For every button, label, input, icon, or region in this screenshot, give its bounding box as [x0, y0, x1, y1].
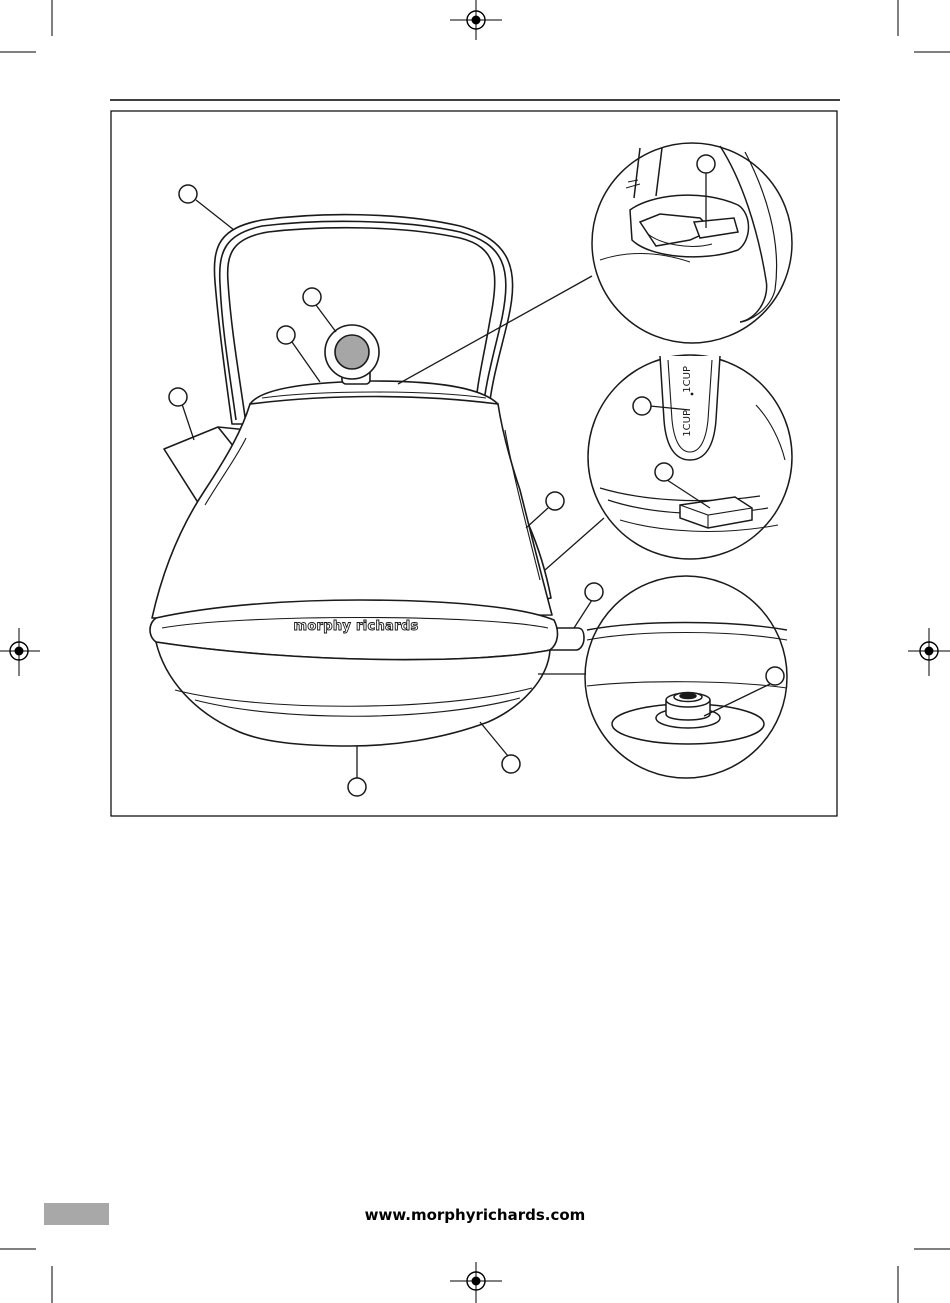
- callout-handle: [179, 185, 197, 203]
- registration-mark-bottom: [450, 1262, 502, 1303]
- cup-mark-1: 1CUP: [682, 366, 693, 393]
- registration-mark-left: [0, 628, 40, 676]
- kettle-body: [152, 392, 552, 618]
- callout-spout: [169, 388, 187, 406]
- callout-filter: [697, 155, 715, 173]
- callout-water-window: [546, 492, 564, 510]
- kettle-illustration: [150, 215, 584, 746]
- registration-mark-right: [908, 628, 950, 676]
- detail-filter: [592, 143, 792, 343]
- detail-base-connector: [585, 576, 787, 778]
- page-number-box: [44, 1203, 109, 1225]
- lid-knob-button: [335, 335, 369, 369]
- callout-switch: [585, 583, 603, 601]
- cup-mark-2: 1CUP: [682, 410, 693, 437]
- registration-mark-top: [450, 0, 502, 40]
- callout-body-base: [502, 755, 520, 773]
- callout-base-bottom: [348, 778, 366, 796]
- callout-lever: [655, 463, 673, 481]
- callout-connector: [766, 667, 784, 685]
- gauge-dot: [691, 393, 694, 396]
- callout-water-gauge: [633, 397, 651, 415]
- footer-url: www.morphyrichards.com: [365, 1206, 586, 1224]
- callout-lid-button: [303, 288, 321, 306]
- callout-lid: [277, 326, 295, 344]
- kettle-brand-logo: morphy richards: [293, 619, 418, 634]
